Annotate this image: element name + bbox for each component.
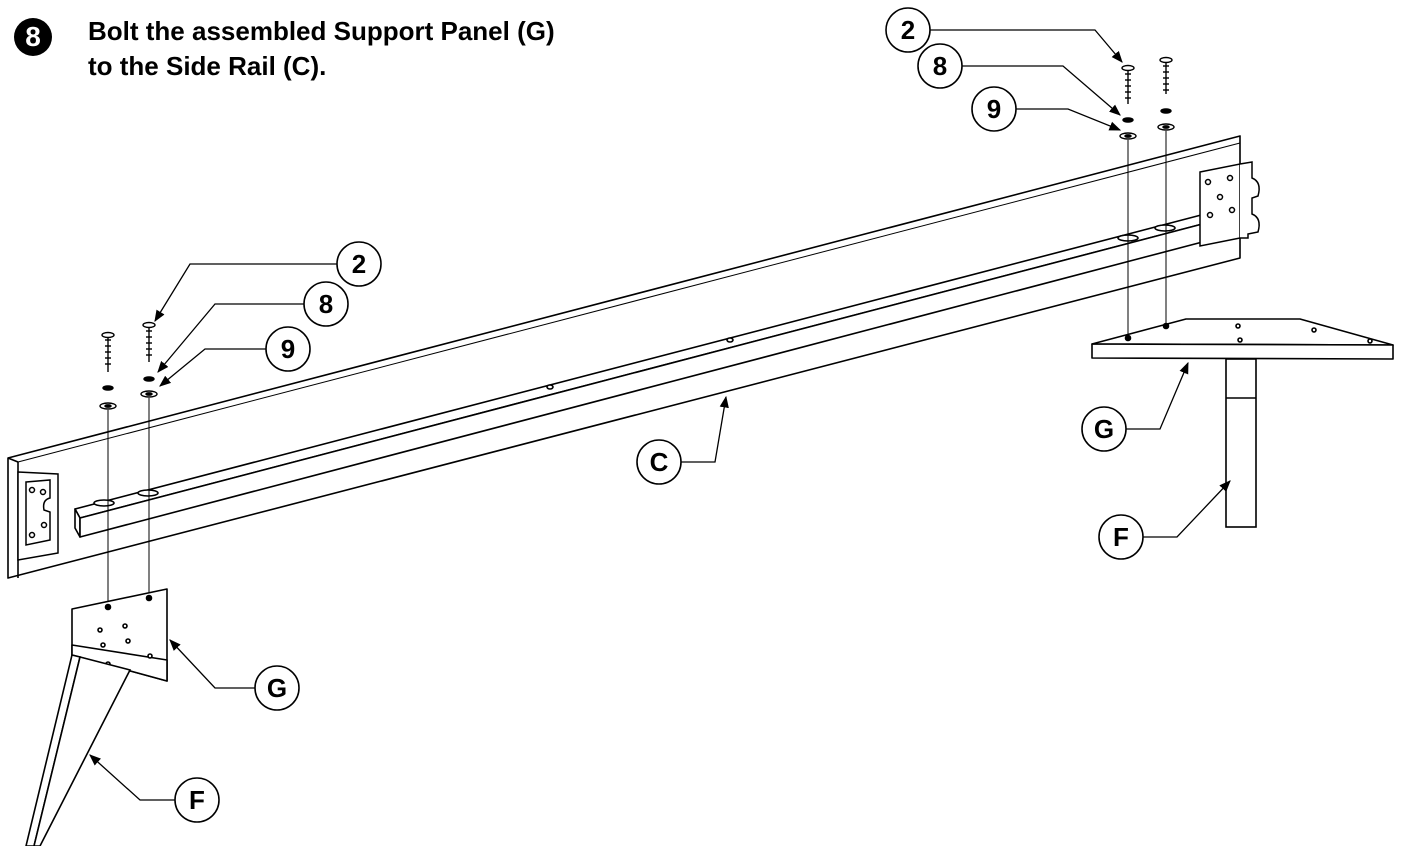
svg-text:2: 2 bbox=[352, 249, 366, 279]
svg-text:C: C bbox=[650, 447, 669, 477]
svg-text:2: 2 bbox=[901, 15, 915, 45]
instruction-line-2: to the Side Rail (C). bbox=[88, 51, 327, 81]
callout-left-support-panel: G bbox=[254, 665, 300, 711]
callout-right-support-panel: G bbox=[1081, 406, 1127, 452]
left-support-panel bbox=[71, 588, 168, 682]
right-bracket bbox=[1199, 161, 1260, 247]
side-rail bbox=[7, 135, 1241, 579]
svg-text:9: 9 bbox=[281, 334, 295, 364]
callout-left-lock-washer: 8 bbox=[303, 281, 349, 327]
callout-left-flat-washer: 9 bbox=[265, 326, 311, 372]
svg-text:8: 8 bbox=[319, 289, 333, 319]
callout-right-lock-washer: 8 bbox=[917, 43, 963, 89]
callout-side-rail: C bbox=[636, 439, 682, 485]
svg-text:G: G bbox=[1094, 414, 1114, 444]
right-leg bbox=[1225, 358, 1257, 528]
svg-text:8: 8 bbox=[933, 51, 947, 81]
callouts: 2 8 9 2 8 9 C G bbox=[174, 7, 1144, 823]
instruction-text: Bolt the assembled Support Panel (G) to … bbox=[88, 14, 555, 84]
svg-text:9: 9 bbox=[987, 94, 1001, 124]
right-hardware bbox=[1119, 56, 1175, 338]
callout-left-screw: 2 bbox=[336, 241, 382, 287]
svg-text:F: F bbox=[1113, 522, 1129, 552]
callout-right-leg: F bbox=[1098, 514, 1144, 560]
callout-right-screw: 2 bbox=[885, 7, 931, 53]
left-leg bbox=[25, 654, 132, 846]
left-bracket bbox=[17, 471, 59, 561]
callout-right-flat-washer: 9 bbox=[971, 86, 1017, 132]
instruction-line-1: Bolt the assembled Support Panel (G) bbox=[88, 16, 555, 46]
step-number-badge: 8 bbox=[14, 18, 52, 56]
left-hardware bbox=[99, 321, 158, 606]
right-support-panel bbox=[1091, 318, 1394, 360]
callout-left-leg: F bbox=[174, 777, 220, 823]
svg-text:F: F bbox=[189, 785, 205, 815]
leader-lines bbox=[89, 29, 1231, 801]
svg-text:G: G bbox=[267, 673, 287, 703]
